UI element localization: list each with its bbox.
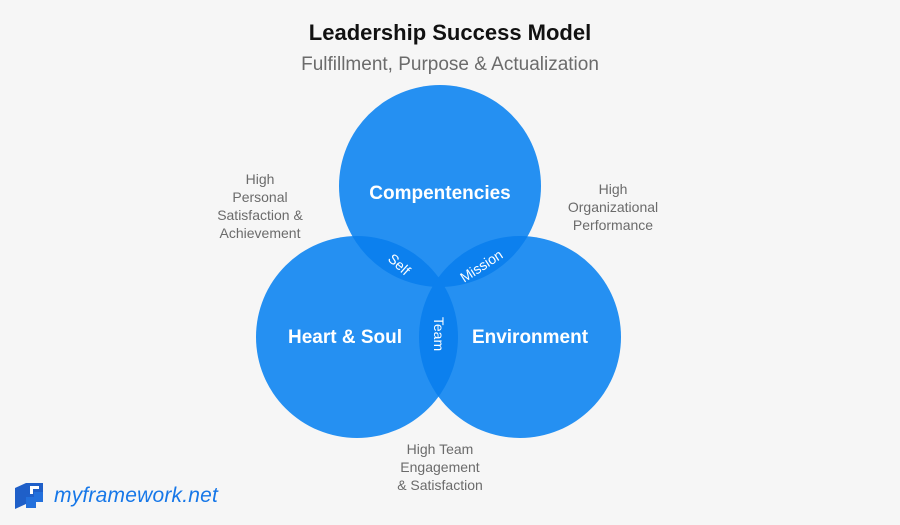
circle-environment <box>419 236 621 438</box>
brand[interactable]: myframework.net <box>12 480 218 512</box>
label-environment: Environment <box>472 327 589 348</box>
page-subtitle: Fulfillment, Purpose & Actualization <box>301 54 599 75</box>
page-title: Leadership Success Model <box>308 20 592 45</box>
outcome-organizational: High Organizational Performance <box>567 181 659 233</box>
cube-logo-icon <box>15 483 43 509</box>
label-team: Team <box>431 317 447 351</box>
brand-link[interactable]: myframework.net <box>54 484 219 507</box>
label-heart-soul: Heart & Soul <box>288 327 402 348</box>
label-competencies: Compentencies <box>369 183 510 204</box>
circle-competencies <box>339 85 541 287</box>
circle-heart-soul <box>256 236 458 438</box>
outcome-personal: High Personal Satisfaction & Achievement <box>217 171 303 241</box>
outcome-team: High Team Engagement & Satisfaction <box>397 441 483 493</box>
